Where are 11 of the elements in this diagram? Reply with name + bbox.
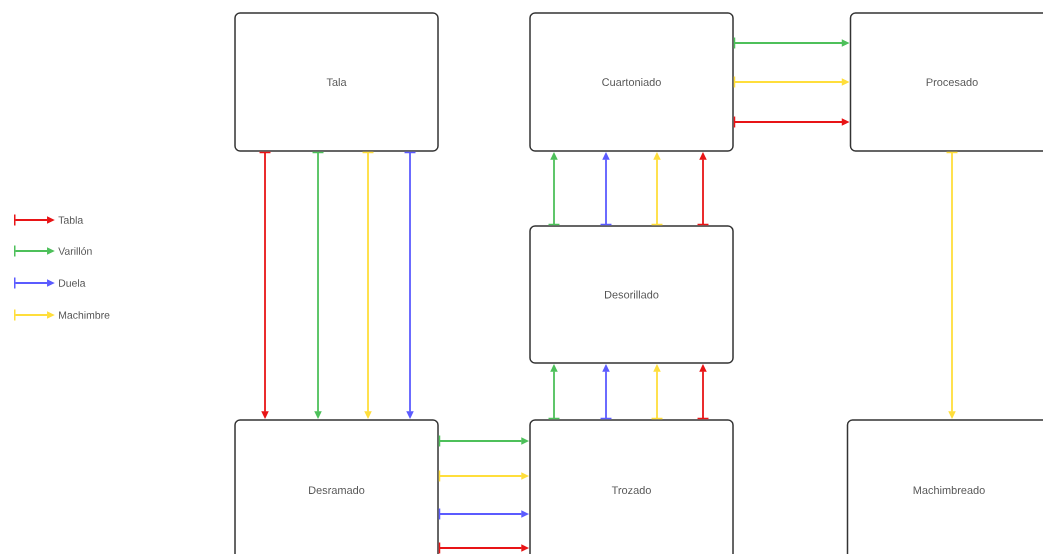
process-box: Machimbreado [846,419,1043,554]
process-box: Tala [234,12,439,152]
process-box: Desorillado [529,225,734,364]
process-box: Procesado [849,12,1043,152]
process-box: Cuartoniado [529,12,734,152]
legend-label: Machimbre [59,311,110,319]
legend-label: Tabla [58,216,84,224]
process-box: Trozado [529,419,734,554]
process-box: Desramado [234,419,439,554]
legend-label: Duela [59,279,86,287]
legend-label: Varillón [58,247,92,255]
